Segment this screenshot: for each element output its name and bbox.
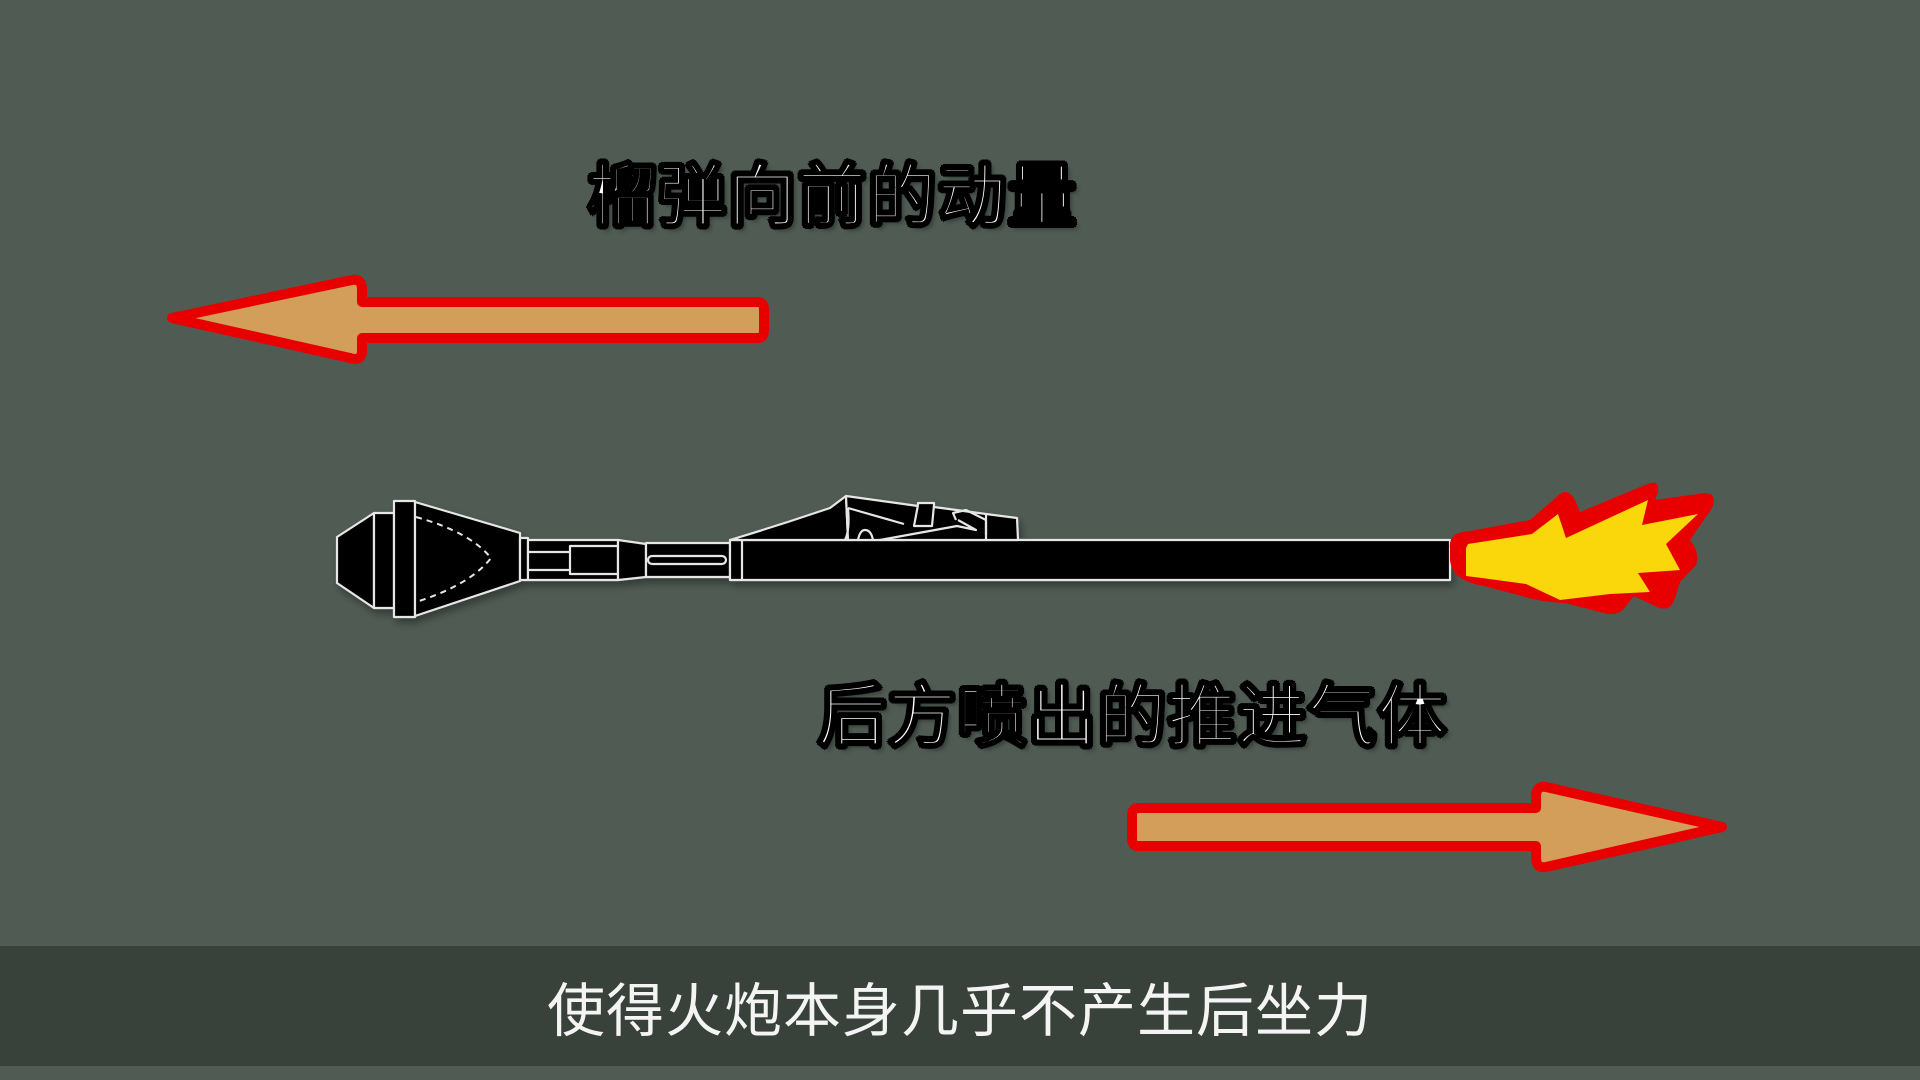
propellant-gas-arrow-icon — [1127, 781, 1727, 873]
subtitle-bar: 使得火炮本身几乎不产生后坐力 — [0, 946, 1920, 1066]
propellant-gas-label: 后方喷出的推进气体 — [817, 678, 1449, 757]
rocket-launcher-icon — [335, 494, 1452, 619]
exhaust-flame-icon — [1449, 482, 1714, 614]
subtitle-text: 使得火炮本身几乎不产生后坐力 — [546, 977, 1373, 1045]
projectile-momentum-label: 榴弹向前的动量 — [587, 158, 1079, 237]
forward-momentum-arrow-icon — [167, 274, 769, 364]
